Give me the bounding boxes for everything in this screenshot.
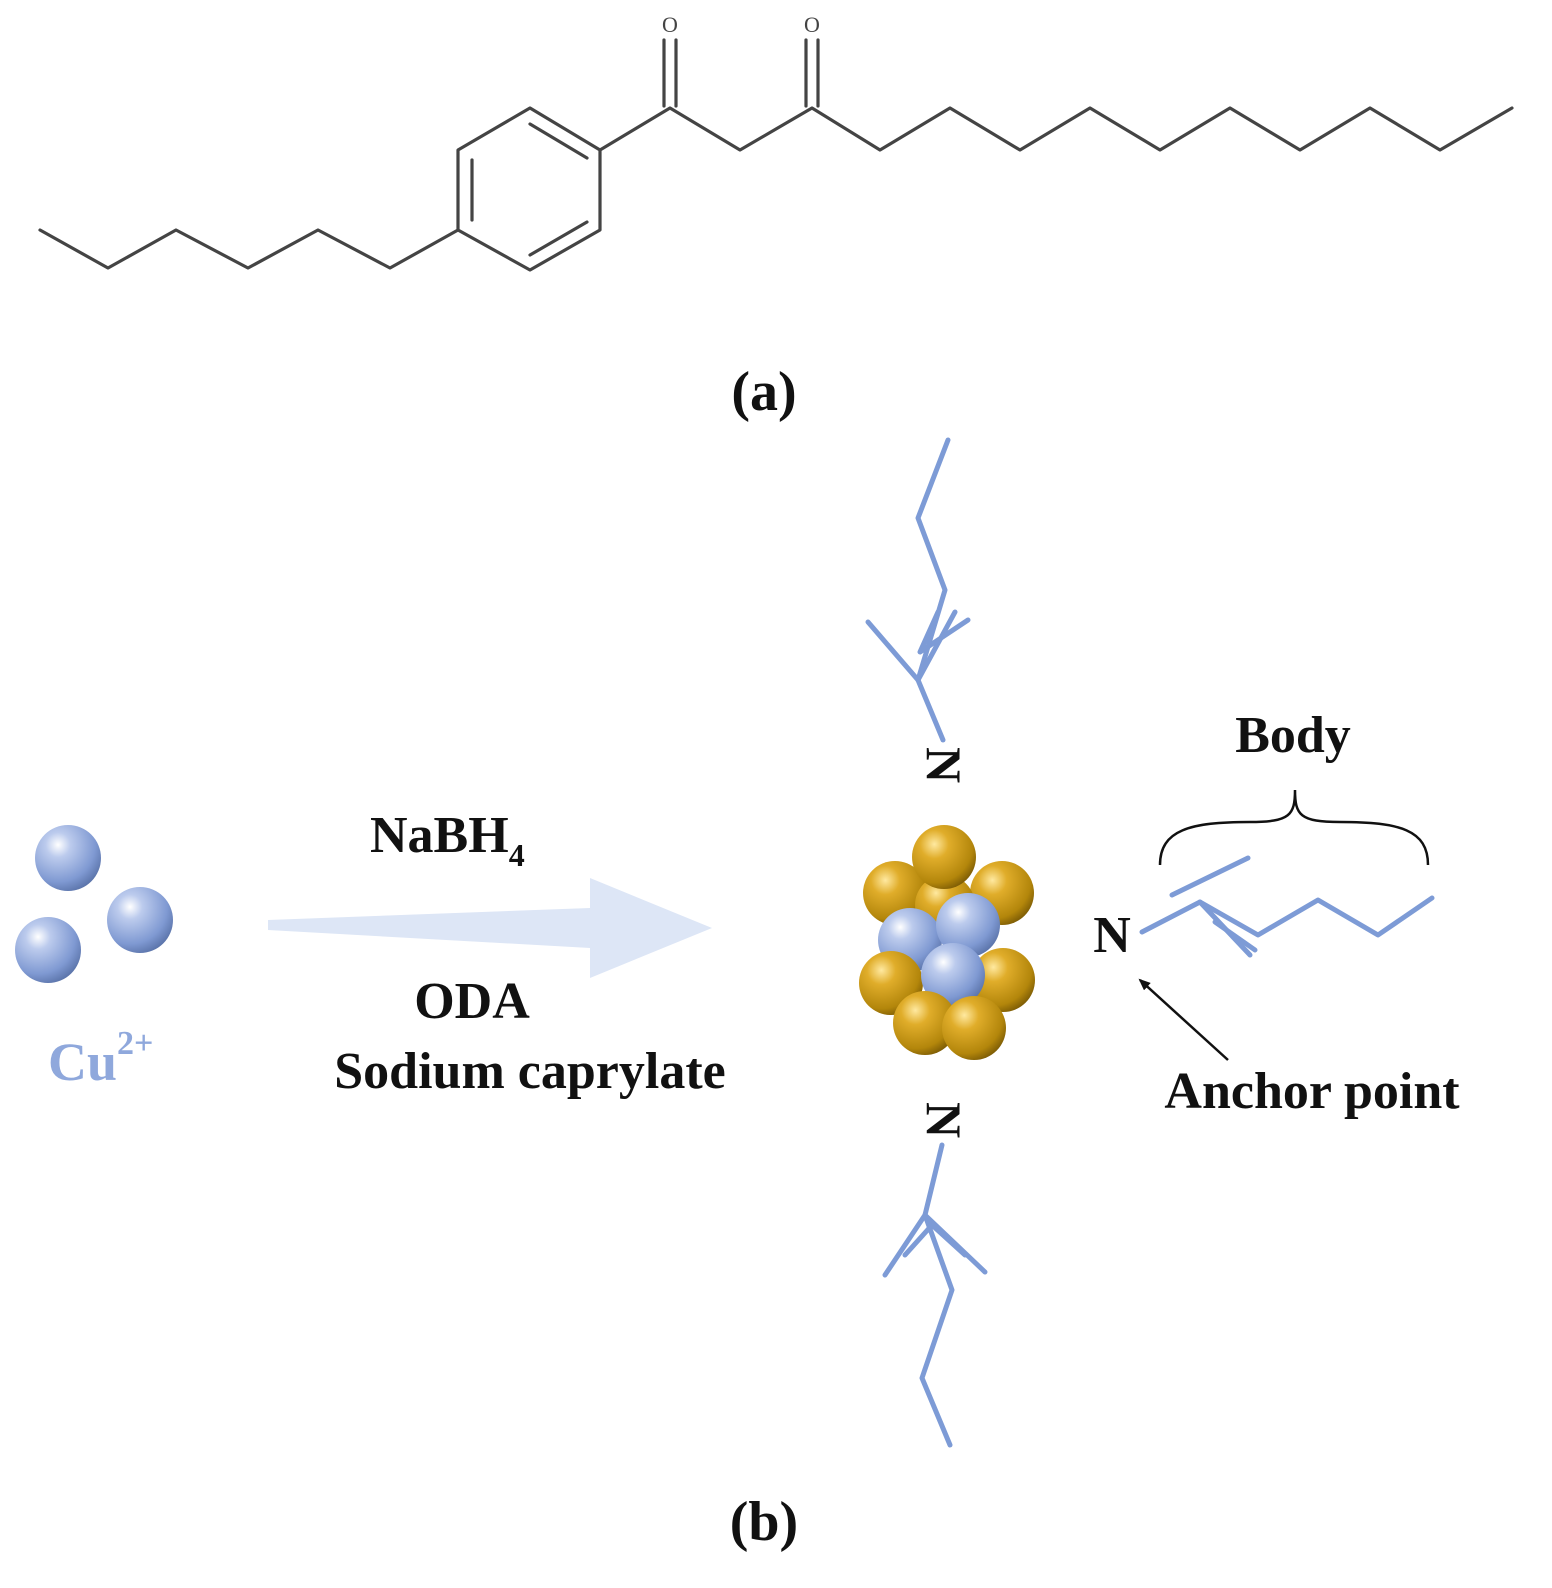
copper-ion-sphere	[107, 887, 173, 953]
nanoparticle-cluster	[859, 825, 1035, 1060]
aromatic-double-bond	[528, 122, 589, 160]
ligand-branch	[902, 1222, 968, 1258]
reaction-arrow	[268, 878, 712, 978]
oxygen-label: O	[804, 12, 820, 37]
copper-atom	[936, 893, 1000, 957]
copper-ions	[15, 825, 173, 983]
reagent-oda: ODA	[414, 973, 530, 1030]
nitrogen-label: N	[916, 1102, 972, 1138]
copper-ion-sphere	[35, 825, 101, 891]
ligand-right: N	[1093, 855, 1435, 964]
ligand-bottom: N	[882, 1102, 988, 1448]
benzene-ring	[456, 106, 602, 272]
reagent-sodium-caprylate: Sodium caprylate	[334, 1043, 725, 1100]
copper-ion-label: Cu2+	[48, 1025, 153, 1092]
nitrogen-label-anchor: N	[1093, 907, 1131, 964]
nitrogen-label: N	[916, 747, 972, 783]
ligand-chain	[1139, 895, 1435, 938]
gold-atom	[942, 996, 1006, 1060]
reagent-nabh4: NaBH4	[370, 807, 525, 873]
oxygen-label: O	[662, 12, 678, 37]
aromatic-double-bond	[528, 220, 589, 257]
ligand-top: N	[865, 437, 972, 783]
copper-atom	[921, 943, 985, 1007]
panel-b-caption: (b)	[730, 1491, 798, 1553]
panel-a-caption: (a)	[731, 361, 796, 423]
anchor-point-label: Anchor point	[1164, 1063, 1460, 1120]
gold-atom	[912, 825, 976, 889]
hexyl-chain	[38, 228, 460, 270]
ligand-branch	[865, 609, 958, 683]
molecule-skeletal-structure: O O	[38, 12, 1514, 272]
ligand-branch	[1169, 855, 1251, 898]
ligand-chain	[915, 437, 951, 743]
ligand-branch	[1212, 919, 1258, 953]
anchor-arrow	[1138, 978, 1229, 1061]
copper-ion-sphere	[15, 917, 81, 983]
ligand-branch	[917, 609, 971, 655]
body-label: Body	[1235, 707, 1351, 764]
ligand-chain	[919, 1142, 955, 1448]
gold-atom	[971, 948, 1035, 1012]
body-brace	[1158, 789, 1430, 866]
diketone-backbone	[598, 106, 1514, 152]
gold-atom	[893, 991, 957, 1055]
